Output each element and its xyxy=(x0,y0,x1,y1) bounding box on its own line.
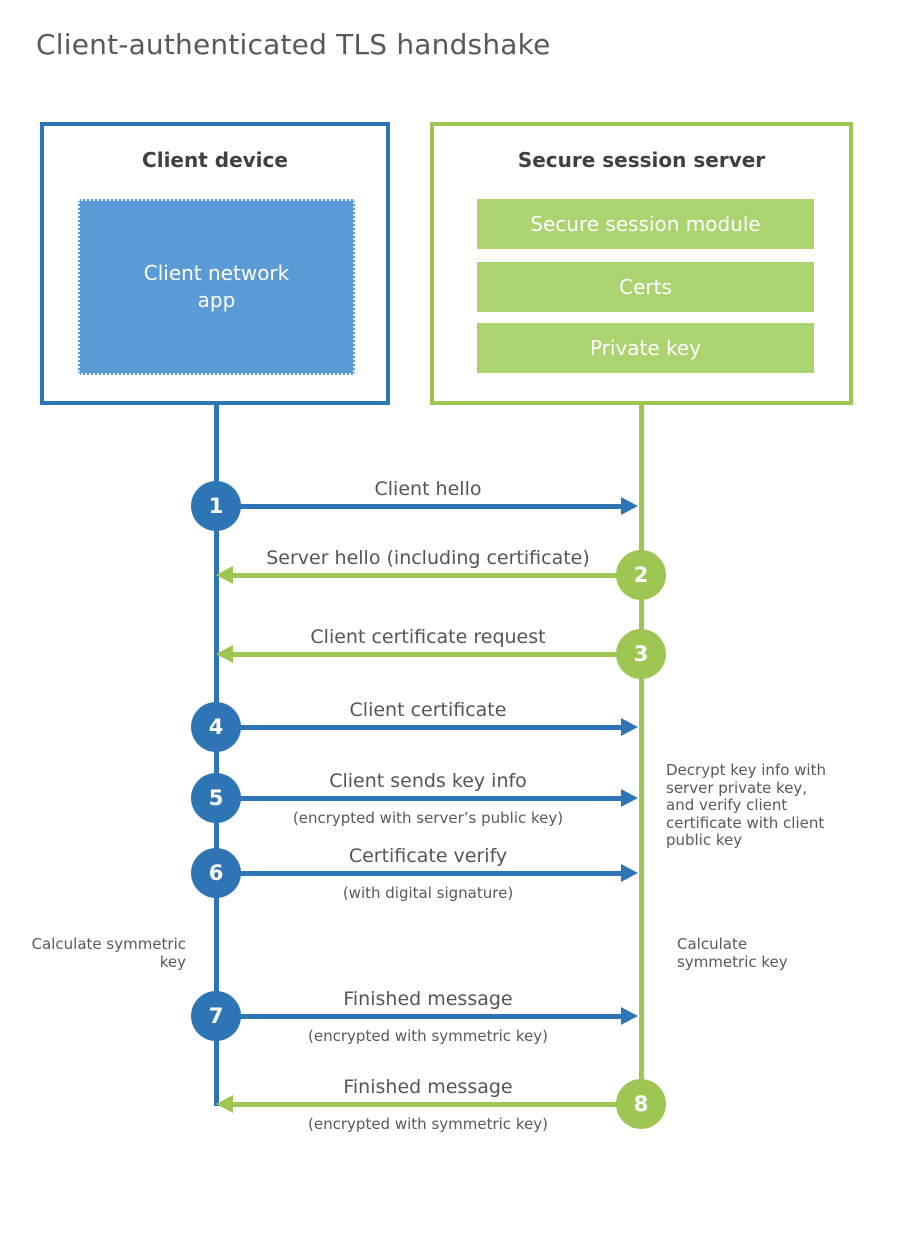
message-row-1: 1 Client hello xyxy=(0,478,900,531)
message-sublabel: (encrypted with symmetric key) xyxy=(308,1115,548,1133)
client-network-app-box: Client network app xyxy=(78,199,355,375)
server-module-bar: Secure session module xyxy=(477,199,814,249)
arrow-left-icon xyxy=(216,566,233,584)
message-label: Client certificate request xyxy=(310,626,546,648)
step-circle-2: 2 xyxy=(616,550,666,600)
step-circle-6: 6 xyxy=(191,848,241,898)
step-number: 6 xyxy=(208,861,224,885)
arrow-shaft xyxy=(216,871,624,876)
step-number: 5 xyxy=(208,786,224,810)
step-circle-5: 5 xyxy=(191,773,241,823)
secure-session-server-box: Secure session server Secure session mod… xyxy=(430,122,853,405)
step-circle-1: 1 xyxy=(191,481,241,531)
page-title: Client-authenticated TLS handshake xyxy=(36,28,551,61)
message-label: Finished message xyxy=(343,1076,513,1098)
message-row-8: 8 Finished message (encrypted with symme… xyxy=(0,1076,900,1133)
step-circle-7: 7 xyxy=(191,991,241,1041)
step-circle-8: 8 xyxy=(616,1079,666,1129)
message-label: Client sends key info xyxy=(329,770,527,792)
arrow-shaft xyxy=(233,573,641,578)
message-label: Finished message xyxy=(343,988,513,1010)
client-device-box: Client device Client network app xyxy=(40,122,390,405)
arrow-right-icon xyxy=(621,789,638,807)
arrow-left-icon xyxy=(216,645,233,663)
step-circle-4: 4 xyxy=(191,702,241,752)
message-row-2: 2 Server hello (including certificate) xyxy=(0,547,900,600)
arrow-right-icon xyxy=(621,497,638,515)
message-label: Client hello xyxy=(374,478,482,500)
message-row-3: 3 Client certificate request xyxy=(0,626,900,679)
message-label: Client certificate xyxy=(349,699,507,721)
arrow-shaft xyxy=(233,652,641,657)
server-certs-bar: Certs xyxy=(477,262,814,312)
client-lifeline xyxy=(214,405,219,1106)
calculate-symmetric-key-right: Calculate symmetric key xyxy=(677,935,788,971)
client-network-app-label: Client network app xyxy=(143,261,290,312)
arrow-shaft xyxy=(216,725,624,730)
arrow-right-icon xyxy=(621,864,638,882)
arrow-right-icon xyxy=(621,718,638,736)
step-number: 7 xyxy=(208,1004,224,1028)
message-sublabel: (encrypted with symmetric key) xyxy=(308,1027,548,1045)
arrow-right-icon xyxy=(621,1007,638,1025)
message-row-6: 6 Certificate verify (with digital signa… xyxy=(0,845,900,902)
secure-session-server-header: Secure session server xyxy=(517,148,766,172)
message-row-4: 4 Client certificate xyxy=(0,699,900,752)
server-private-key-bar: Private key xyxy=(477,323,814,373)
step-number: 4 xyxy=(208,715,224,739)
arrow-shaft xyxy=(216,504,624,509)
step-number: 8 xyxy=(633,1092,649,1116)
message-sublabel: (encrypted with server’s public key) xyxy=(292,809,564,827)
arrow-shaft xyxy=(233,1102,641,1107)
step-circle-3: 3 xyxy=(616,629,666,679)
message-row-7: 7 Finished message (encrypted with symme… xyxy=(0,988,900,1045)
message-sublabel: (with digital signature) xyxy=(342,884,514,902)
arrow-shaft xyxy=(216,1014,624,1019)
server-lifeline xyxy=(639,405,644,1104)
message-label: Server hello (including certificate) xyxy=(266,547,590,569)
message-row-5: 5 Client sends key info (encrypted with … xyxy=(0,770,900,827)
decrypt-note: Decrypt key info with server private key… xyxy=(666,761,826,849)
arrow-left-icon xyxy=(216,1095,233,1113)
step-number: 3 xyxy=(633,642,649,666)
message-label: Certificate verify xyxy=(348,845,508,867)
arrow-shaft xyxy=(216,796,624,801)
step-number: 2 xyxy=(633,563,649,587)
calculate-symmetric-key-left: Calculate symmetric key xyxy=(31,935,186,971)
client-device-header: Client device xyxy=(142,148,288,172)
step-number: 1 xyxy=(208,494,224,518)
